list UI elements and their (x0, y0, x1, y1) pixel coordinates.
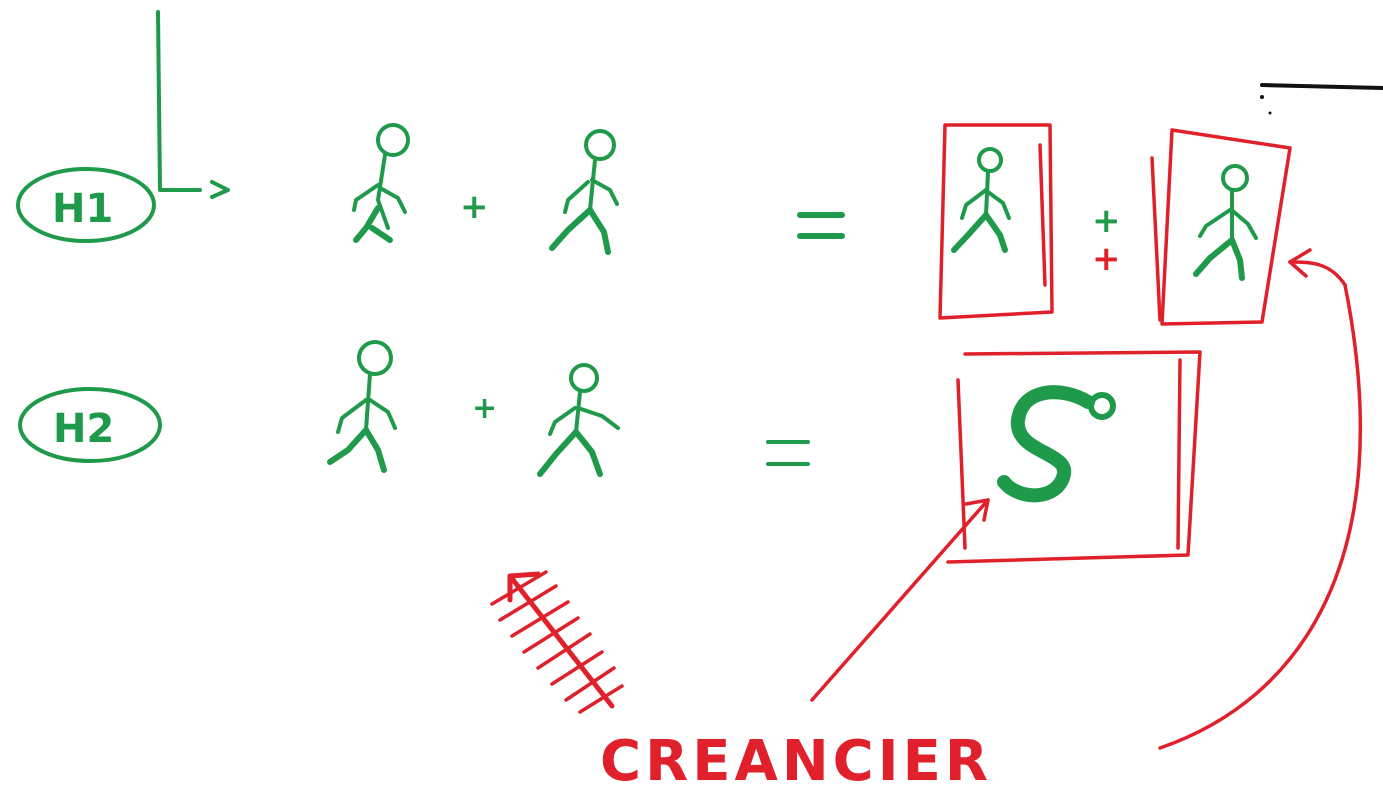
h2-equals (766, 440, 810, 466)
h1-result-box-2 (1150, 128, 1292, 326)
h2-figure-1 (327, 340, 397, 473)
h1-text: H1 (52, 186, 113, 232)
h2-text: H2 (53, 406, 114, 452)
h2-plus: + (472, 391, 497, 426)
creditor-arrow-h2 (810, 498, 990, 702)
h1-plus: + (460, 187, 489, 227)
creditor-label: CREANCIER (600, 729, 992, 794)
h1-equals (797, 212, 845, 239)
h1-figure-2 (549, 129, 619, 255)
label-h2: H2 (18, 387, 162, 463)
h1-result-plus: + + (1092, 201, 1121, 279)
h2-figure-2 (537, 363, 620, 477)
h2-result-box (946, 350, 1202, 564)
creditor-text: CREANCIER (600, 729, 992, 794)
bracket-arrow (156, 10, 230, 199)
h1-result-plus-green: + (1092, 201, 1121, 241)
h1-plus-text: + (460, 187, 489, 227)
corner-mark (1260, 83, 1383, 115)
label-h1: H1 (16, 167, 156, 243)
creditor-arrow-h1 (1158, 248, 1363, 750)
h1-result-plus-red: + (1092, 239, 1121, 279)
h1-result-box-1 (938, 123, 1054, 320)
hatched-arrow (490, 570, 624, 714)
h1-figure-1 (352, 123, 410, 243)
h2-plus-text: + (472, 391, 497, 426)
